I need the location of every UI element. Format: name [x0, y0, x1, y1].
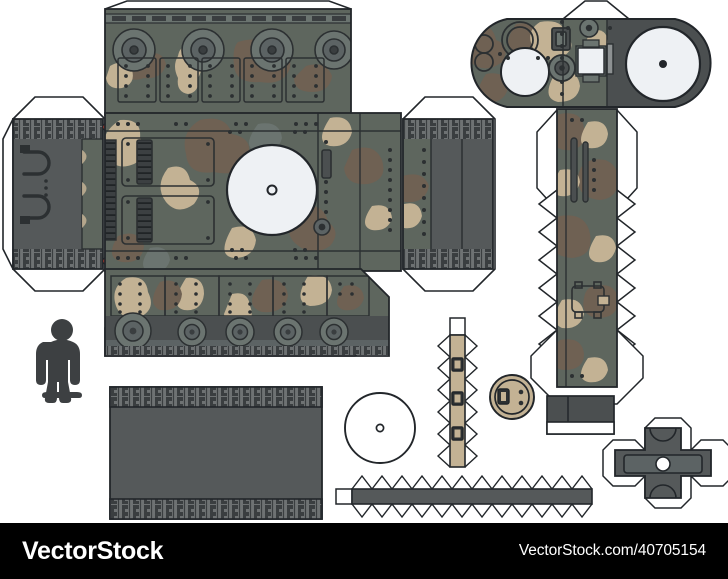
part-hatch-disc: [489, 374, 535, 420]
part-track-panel: [109, 386, 323, 520]
part-road-wheel-disc: [344, 392, 416, 464]
part-cross-fold: [602, 417, 728, 509]
part-small-box-panel: [546, 395, 615, 435]
part-tab-strip-horizontal: [335, 474, 593, 519]
part-turret-top: [470, 0, 712, 108]
part-gun-barrel: [530, 108, 644, 405]
part-hull-top-rear: [104, 0, 352, 116]
part-hull-bottom-front: [104, 268, 390, 357]
part-tab-strip-vertical: [436, 317, 479, 468]
part-hull-top-main: [104, 112, 402, 272]
vectorstock-source-url: VectorStock.com/40705154: [518, 542, 706, 560]
part-hull-side-left: [2, 96, 110, 292]
watermark-footer-bar: VectorStock VectorStock.com/40705154: [0, 523, 728, 579]
scale-figure-silhouette: [36, 319, 82, 403]
vectorstock-brand-label: VectorStock: [22, 536, 164, 565]
part-hull-side-right: [402, 96, 496, 292]
